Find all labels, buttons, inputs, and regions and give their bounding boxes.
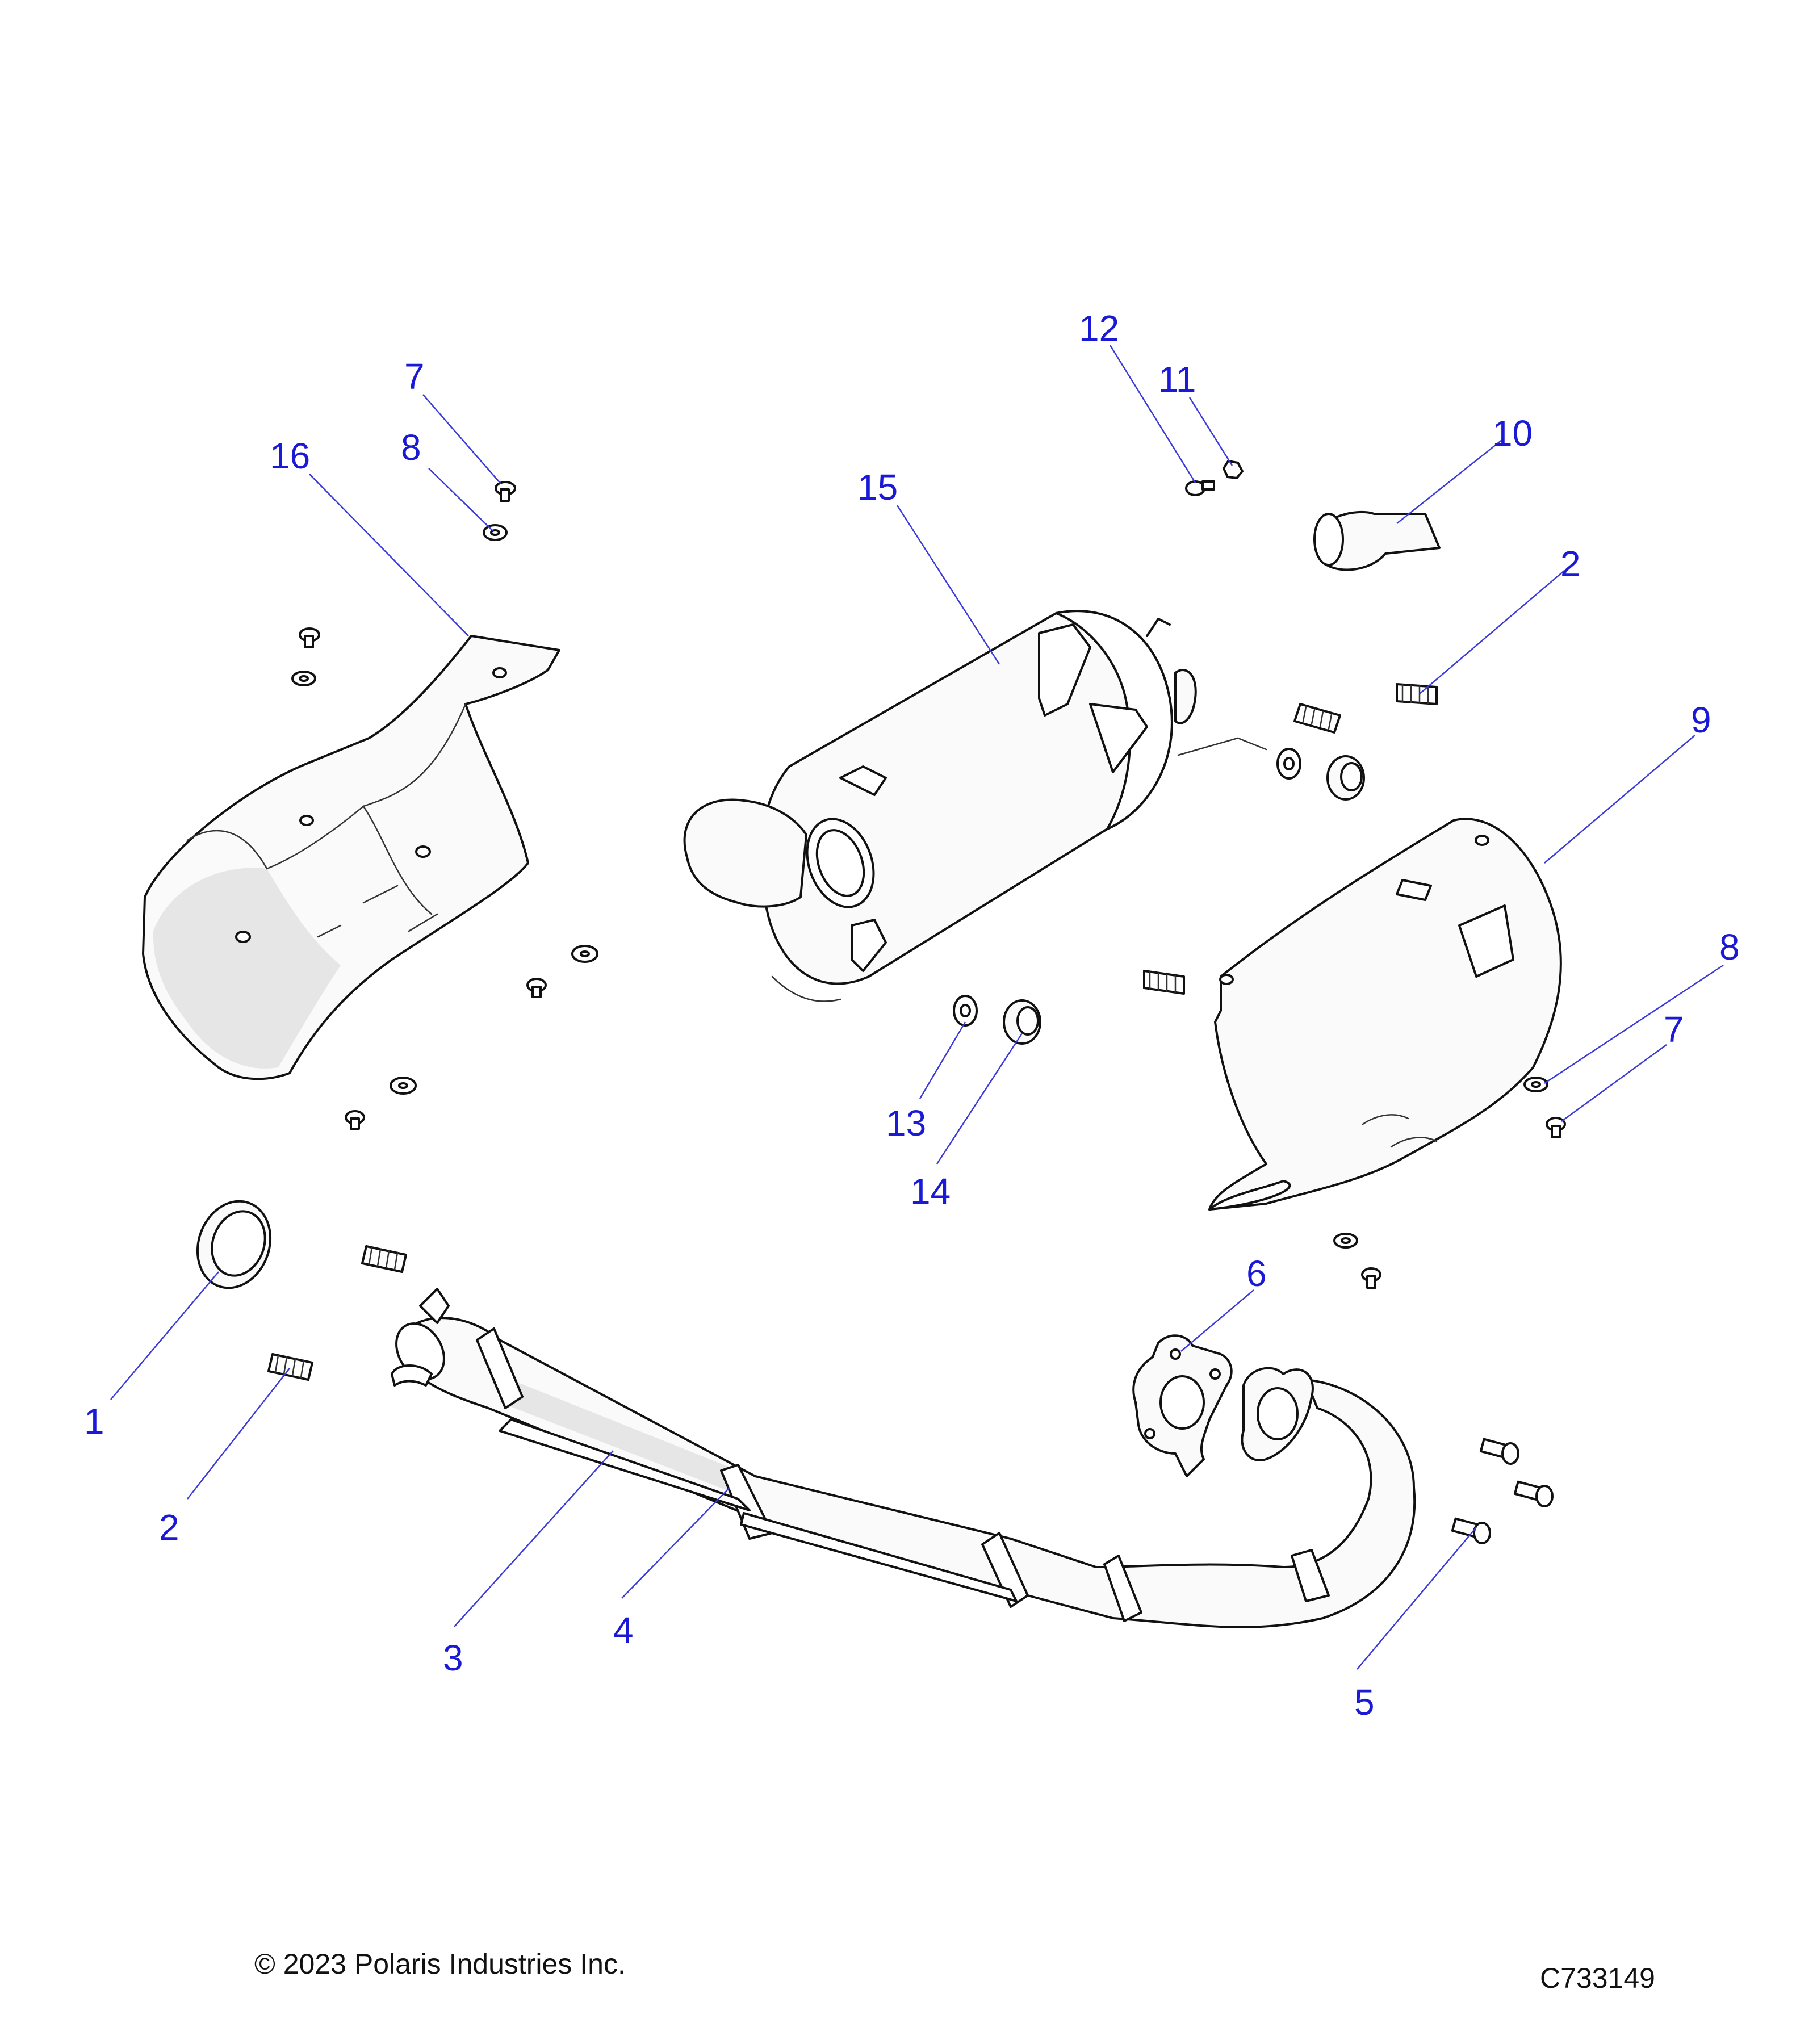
callout-labels: 1 2 2 3 4 5 6 7 7 8 8 9 10 11 12 13 14 1… xyxy=(84,308,1740,1723)
callout-2-left: 2 xyxy=(159,1507,179,1548)
bolt-5-lower xyxy=(1451,1517,1491,1544)
heat-shield-16 xyxy=(142,635,560,1080)
bolt-7-top-left xyxy=(495,481,516,502)
callout-7-top-left: 7 xyxy=(404,356,425,397)
callout-16: 16 xyxy=(270,435,310,476)
callout-7-right: 7 xyxy=(1664,1009,1684,1050)
washer-13 xyxy=(953,995,978,1027)
head-pipe-3 xyxy=(391,1288,1416,1628)
muffler-15 xyxy=(683,610,1267,1002)
heat-wrap-4 xyxy=(499,1418,1018,1602)
callout-12: 12 xyxy=(1079,308,1119,349)
spring-middle xyxy=(1143,970,1185,995)
drawing-number: C733149 xyxy=(1540,1962,1655,1994)
bolt-7-right xyxy=(1546,1117,1566,1138)
washer-bolt-lower-right xyxy=(1333,1233,1381,1289)
leader-lines xyxy=(110,345,1724,1670)
spring-left-upper xyxy=(361,1245,407,1273)
gasket-6 xyxy=(1132,1334,1233,1477)
callout-14: 14 xyxy=(910,1171,951,1212)
heat-shield-9 xyxy=(1208,818,1562,1211)
callout-10: 10 xyxy=(1492,413,1533,454)
bolt-5-middle xyxy=(1513,1480,1554,1507)
tailpipe-10 xyxy=(1313,511,1441,571)
copyright-text: © 2023 Polaris Industries Inc. xyxy=(254,1948,626,1980)
spring-2-left-lower xyxy=(267,1353,313,1381)
nut-11 xyxy=(1223,460,1244,479)
washer-and-bolt-set-left xyxy=(291,627,598,1130)
callout-9: 9 xyxy=(1691,700,1711,740)
washer-8-right xyxy=(1523,1077,1548,1092)
callout-6: 6 xyxy=(1246,1253,1267,1294)
callout-4: 4 xyxy=(613,1610,634,1651)
grommet-pair-upper xyxy=(1276,748,1365,801)
callout-3: 3 xyxy=(443,1637,463,1678)
seal-ring-1 xyxy=(196,1200,272,1289)
callout-1: 1 xyxy=(84,1401,104,1442)
callout-5: 5 xyxy=(1354,1682,1375,1723)
callout-8-right: 8 xyxy=(1719,927,1740,967)
washer-8-top-left xyxy=(483,524,508,541)
spring-upper-center xyxy=(1293,703,1341,734)
grommet-14 xyxy=(1003,999,1041,1045)
callout-15: 15 xyxy=(857,467,898,508)
callout-8-top-left: 8 xyxy=(401,427,421,468)
callout-13: 13 xyxy=(886,1103,926,1144)
bolt-5-upper xyxy=(1479,1438,1519,1465)
bolt-12 xyxy=(1185,480,1215,496)
spring-2-upper-right xyxy=(1396,683,1438,705)
callout-11: 11 xyxy=(1158,359,1196,400)
callout-2-right: 2 xyxy=(1560,543,1581,584)
